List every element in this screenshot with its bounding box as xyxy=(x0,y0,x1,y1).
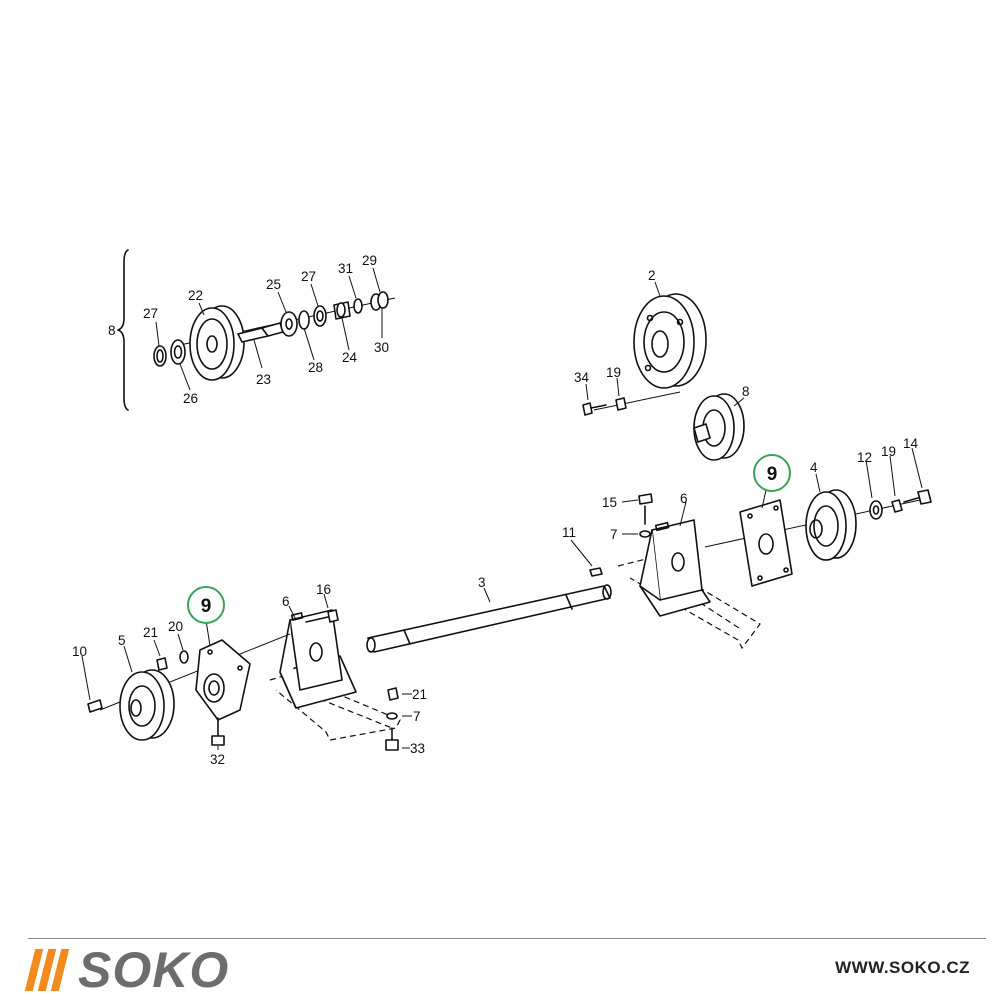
part-label: 25 xyxy=(266,277,281,292)
part-label: 7 xyxy=(413,709,421,724)
part-label: 33 xyxy=(410,741,425,756)
part-label: 14 xyxy=(903,436,919,451)
part-label: 28 xyxy=(308,360,323,375)
part-label: 8 xyxy=(742,384,750,399)
part-label: 30 xyxy=(374,340,389,355)
leader-ticks xyxy=(81,267,923,750)
pulley-2-group xyxy=(582,293,745,461)
part-label: 10 xyxy=(72,644,87,659)
part-label: 24 xyxy=(342,350,358,365)
website-link[interactable]: WWW.SOKO.CZ xyxy=(835,958,970,977)
part-label: 27 xyxy=(143,306,158,321)
part-label: 29 xyxy=(362,253,377,268)
callout-label: 9 xyxy=(201,596,212,617)
part-label: 32 xyxy=(210,752,225,767)
part-label: 21 xyxy=(412,687,427,702)
callout-label: 9 xyxy=(767,464,778,485)
part-label: 6 xyxy=(282,594,290,609)
part-label: 15 xyxy=(602,495,617,510)
part-label: 23 xyxy=(256,372,271,387)
part-label: 12 xyxy=(857,450,872,465)
part-label: 20 xyxy=(168,619,183,634)
logo-stripes-icon xyxy=(24,949,70,991)
part-label: 11 xyxy=(562,525,576,540)
brand-name: SOKO xyxy=(78,942,230,998)
callout-9-right: 9 xyxy=(753,454,791,492)
left-side-stack xyxy=(87,633,291,746)
part-number-labels: 8 27 22 26 25 23 27 28 31 24 29 30 2 34 … xyxy=(72,253,919,767)
part-label: 19 xyxy=(881,444,896,459)
part-label: 4 xyxy=(810,460,818,475)
part-label: 22 xyxy=(188,288,203,303)
part-label: 3 xyxy=(478,575,486,590)
part-label: 5 xyxy=(118,633,126,648)
part-label: 31 xyxy=(338,261,353,276)
soko-logo: SOKO xyxy=(24,942,230,998)
right-side-stack xyxy=(704,489,932,587)
part-label: 26 xyxy=(183,391,198,406)
part-label: 2 xyxy=(648,268,656,283)
part-label: 16 xyxy=(316,582,331,597)
part-label: 27 xyxy=(301,269,316,284)
assembly-8-inset xyxy=(117,249,396,411)
part-label: 6 xyxy=(680,491,688,506)
callout-9-left: 9 xyxy=(187,586,225,624)
part-label: 19 xyxy=(606,365,621,380)
left-bracket-6 xyxy=(269,609,401,751)
right-bracket-6 xyxy=(589,493,761,650)
shaft-3 xyxy=(366,584,612,653)
part-label: 8 xyxy=(108,323,116,338)
footer-divider xyxy=(28,938,986,939)
part-label: 34 xyxy=(574,370,590,385)
part-label: 21 xyxy=(143,625,158,640)
part-label: 7 xyxy=(610,527,618,542)
